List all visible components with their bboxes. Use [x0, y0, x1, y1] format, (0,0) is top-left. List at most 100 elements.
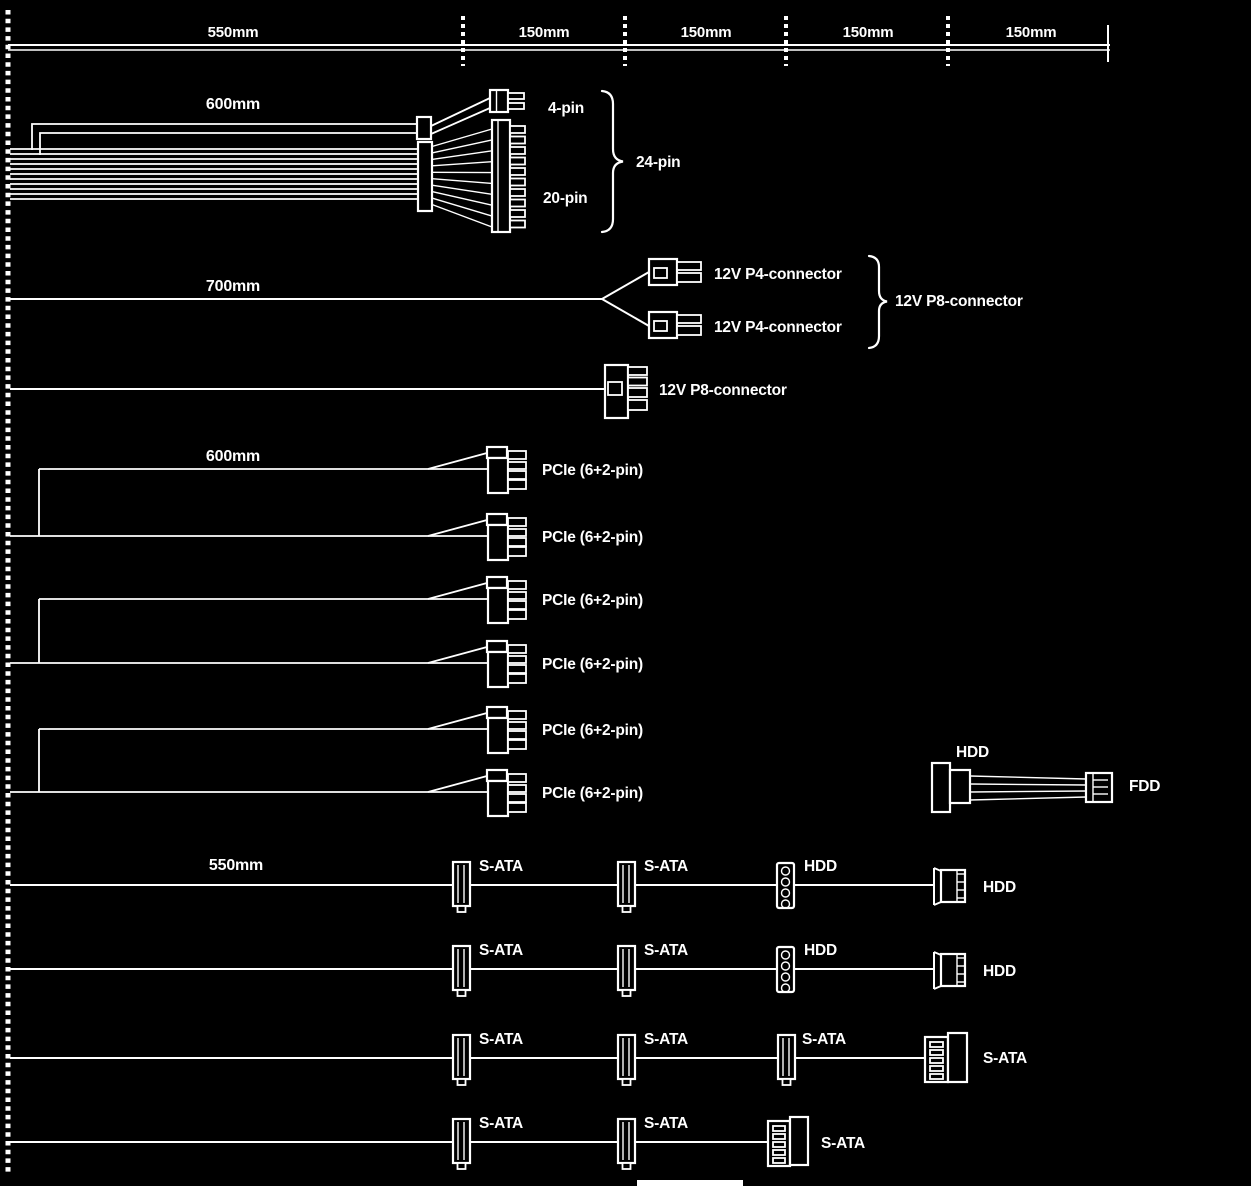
pin-tooth	[627, 376, 648, 387]
connector-label: HDD	[804, 858, 837, 875]
cable-comb	[416, 140, 434, 213]
pin-tooth	[509, 146, 526, 155]
pin-tooth	[507, 580, 527, 590]
brace-24pin	[600, 89, 624, 234]
pin-tooth	[509, 188, 526, 197]
pin-tooth	[676, 272, 702, 283]
pin-tooth	[509, 167, 526, 176]
connector-label: 20-pin	[543, 190, 587, 207]
pcie-connector-row: PCIe (6+2-pin)	[39, 575, 643, 625]
connector-label: PCIe (6+2-pin)	[542, 592, 643, 609]
fdd-adapter: HDD FDD	[930, 744, 1160, 814]
pin-tooth	[509, 198, 526, 208]
atx-4pin-connector	[488, 88, 525, 114]
sata-end-connector	[923, 1031, 969, 1084]
hdd-inline-connector	[775, 861, 796, 910]
connector-label: HDD	[956, 744, 989, 761]
pin-tooth	[509, 125, 526, 134]
connector-label: S-ATA	[479, 858, 523, 875]
sata-connector	[616, 1117, 637, 1170]
cable-length-label: 600mm	[206, 96, 260, 113]
connector-label: S-ATA	[983, 1050, 1027, 1067]
sata-connector	[451, 1117, 472, 1170]
connector-label: S-ATA	[479, 1031, 523, 1048]
sata-connector	[616, 860, 637, 913]
connector-label: HDD	[983, 879, 1016, 896]
pin-tooth	[507, 450, 527, 460]
sata-end-connector	[766, 1115, 810, 1168]
ruler-segment-label: 150mm	[519, 24, 570, 41]
cable-length-label: 600mm	[206, 448, 260, 465]
pin-tooth	[627, 366, 648, 376]
pin-tooth	[676, 314, 702, 324]
connector-label: PCIe (6+2-pin)	[542, 785, 643, 802]
pin-tooth	[507, 739, 527, 750]
hdd-end-connector	[933, 951, 967, 990]
connector-label: FDD	[1129, 778, 1160, 795]
eps-12v-split-cable: 700mm 12V P4-connector 12V P4-connector …	[10, 254, 1023, 350]
stepped-wire	[31, 123, 419, 150]
sata-connector	[451, 860, 472, 913]
ruler-segment-label: 150mm	[843, 24, 894, 41]
pin-tooth	[507, 479, 527, 490]
p8-connector	[603, 363, 648, 420]
pin-tooth	[507, 537, 527, 547]
connector-label: HDD	[804, 942, 837, 959]
pin-tooth	[507, 591, 527, 600]
pin-tooth	[507, 802, 527, 813]
fdd-connector	[1084, 771, 1114, 804]
pin-tooth	[507, 528, 527, 537]
pin-tooth	[507, 773, 527, 783]
pcie-connector-row: PCIe (6+2-pin)	[39, 445, 643, 495]
pin-tooth	[509, 135, 526, 145]
connector-label: 12V P4-connector	[714, 319, 842, 336]
pin-tooth	[507, 721, 527, 730]
pin-tooth	[509, 177, 526, 187]
bottom-cropped-bar	[637, 1180, 743, 1186]
pin-tooth	[507, 461, 527, 470]
latch	[653, 320, 668, 332]
cable-comb	[415, 115, 433, 141]
connector-label: PCIe (6+2-pin)	[542, 529, 643, 546]
connector-label: 12V P8-connector	[659, 382, 787, 399]
ruler-segment-label: 150mm	[1006, 24, 1057, 41]
length-ruler: 550mm 150mm 150mm 150mm 150mm	[8, 16, 1110, 66]
cable-length-label: 700mm	[206, 278, 260, 295]
pin-tooth	[507, 730, 527, 740]
peripheral-cable-row: S-ATA S-ATA HDD HDD	[10, 942, 1016, 997]
pin-tooth	[507, 655, 527, 664]
eps-12v-p8-cable: 12V P8-connector	[10, 363, 787, 420]
pcie-connector-row: PCIe (6+2-pin)	[10, 768, 643, 818]
hdd-plug-body	[930, 761, 952, 814]
peripheral-cable-row: 550mm S-ATA S-ATA HDD	[10, 857, 1016, 913]
connector-label: S-ATA	[479, 942, 523, 959]
connector-label: PCIe (6+2-pin)	[542, 656, 643, 673]
latch	[653, 267, 668, 279]
atx-20pin-connector	[490, 118, 526, 234]
connector-label: S-ATA	[821, 1135, 865, 1152]
connector-label: S-ATA	[644, 942, 688, 959]
ruler-segment-label: 150mm	[681, 24, 732, 41]
pin-tooth	[507, 470, 527, 480]
connector-label: 12V P4-connector	[714, 266, 842, 283]
hdd-plug-front	[948, 768, 972, 805]
pcie-connector-row: PCIe (6+2-pin)	[39, 705, 643, 755]
pin-tooth	[507, 600, 527, 610]
connector-label: S-ATA	[802, 1031, 846, 1048]
pin-tooth	[507, 92, 525, 100]
connector-label: 12V P8-connector	[895, 293, 1023, 310]
peripheral-cable-row: S-ATA S-ATA S-ATA	[10, 1115, 865, 1170]
p4-connector	[647, 257, 702, 287]
pin-tooth	[507, 517, 527, 527]
pin-tooth	[507, 793, 527, 803]
pin-tooth	[507, 546, 527, 557]
pin-tooth	[507, 673, 527, 684]
pin-tooth	[676, 325, 702, 336]
connector-label: S-ATA	[644, 858, 688, 875]
pcie-connector-row: PCIe (6+2-pin)	[10, 639, 643, 689]
sata-connector	[616, 944, 637, 997]
hdd-end-connector	[933, 867, 967, 906]
stepped-wire	[39, 132, 419, 155]
